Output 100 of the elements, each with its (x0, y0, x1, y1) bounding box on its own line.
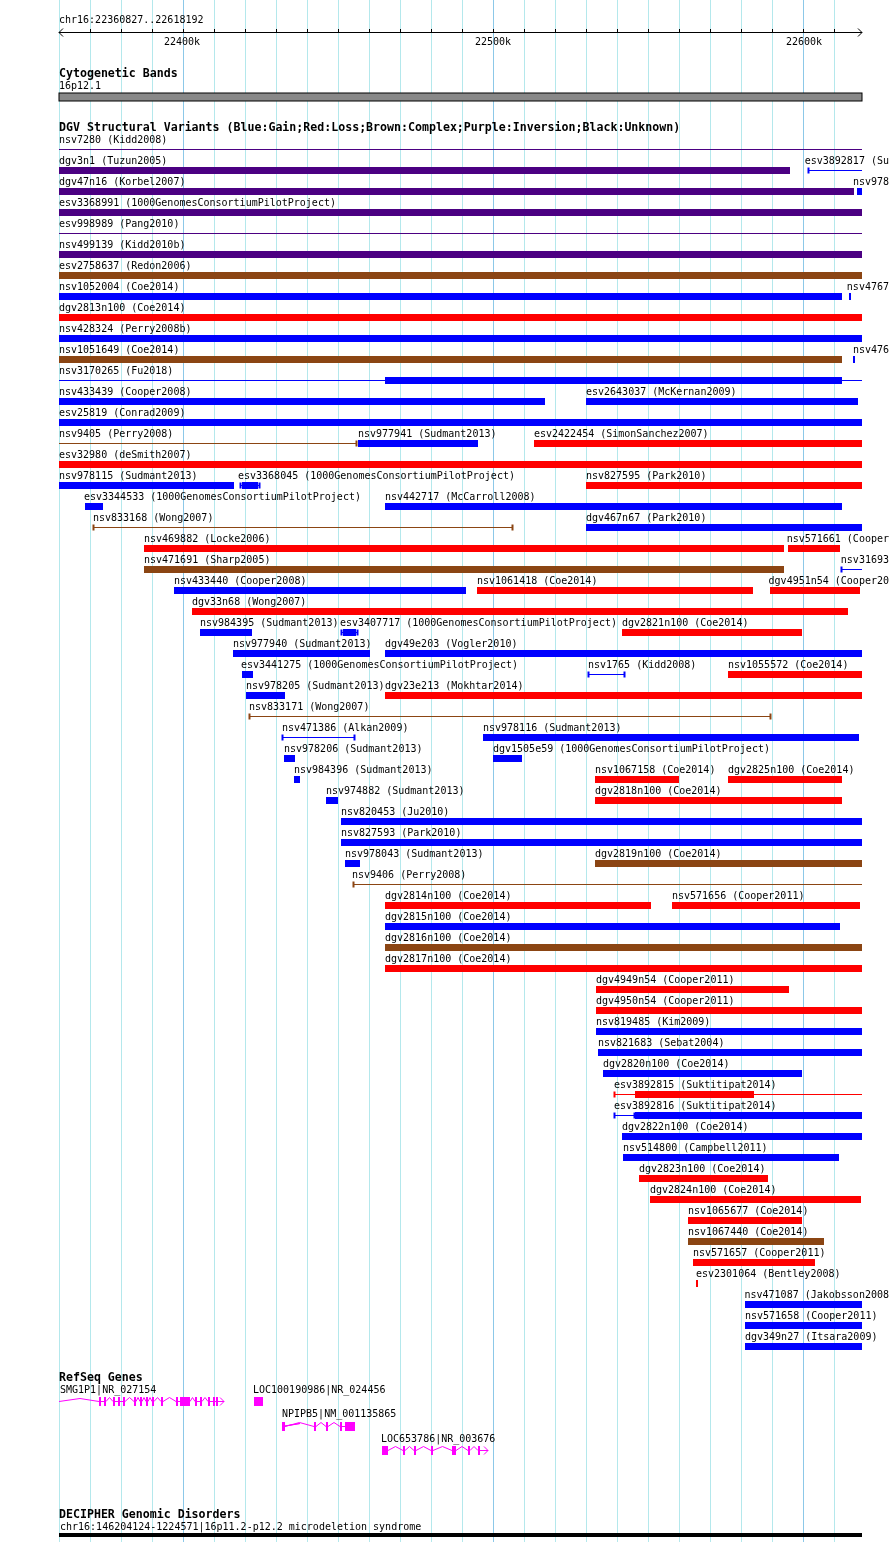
track-title: DGV Structural Variants (Blue:Gain;Red:Loss;Brown:Complex;Purple:Inversion;Black:Unknown) (59, 121, 681, 134)
feature-label: nsv821683 (Sebat2004) (598, 1037, 725, 1049)
feature-label: dgv2824n100 (Coe2014) (650, 1184, 777, 1196)
track-title: Cytogenetic Bands (59, 67, 178, 80)
feature-label: nsv974882 (Sudmant2013) (326, 785, 465, 797)
feature-label: esv998989 (Pang2010) (59, 218, 180, 230)
feature-label: dgv2825n100 (Coe2014) (728, 764, 855, 776)
feature-label: dgv23e213 (Mokhtar2014) (385, 680, 524, 692)
feature-label: dgv2819n100 (Coe2014) (595, 848, 722, 860)
feature-label: nsv514800 (Campbell2011) (623, 1142, 768, 1154)
feature-label: esv2301064 (Bentley2008) (696, 1268, 841, 1280)
feature-label: nsv9406 (Perry2008) (352, 869, 467, 881)
feature-label: dgv4951n54 (Cooper20 (768, 575, 889, 587)
feature-label: esv3892815 (Suktitipat2014) (614, 1079, 777, 1091)
track-title: RefSeq Genes (59, 1371, 143, 1384)
feature-label: nsv978116 (Sudmant2013) (483, 722, 622, 734)
feature-label: dgv2814n100 (Coe2014) (385, 890, 512, 902)
feature-label: nsv469882 (Locke2006) (144, 533, 271, 545)
feature-label: esv2643037 (McKernan2009) (586, 386, 737, 398)
feature-label: dgv2820n100 (Coe2014) (603, 1058, 730, 1070)
feature-label: dgv349n27 (Itsara2009) (745, 1331, 878, 1343)
feature-label: nsv433440 (Cooper2008) (174, 575, 307, 587)
feature-label: nsv827593 (Park2010) (341, 827, 462, 839)
feature-label: nsv428324 (Perry2008b) (59, 323, 192, 335)
feature-label: dgv467n67 (Park2010) (586, 512, 707, 524)
feature-label: dgv47n16 (Korbel2007) (59, 176, 186, 188)
feature-label: nsv7280 (Kidd2008) (59, 134, 168, 146)
feature-label: esv25819 (Conrad2009) (59, 407, 186, 419)
feature-label: dgv2818n100 (Coe2014) (595, 785, 722, 797)
feature-label: nsv4767 (846, 281, 889, 293)
feature-label: nsv1065677 (Coe2014) (688, 1205, 809, 1217)
feature-label: dgv2815n100 (Coe2014) (385, 911, 512, 923)
feature-label: nsv819485 (Kim2009) (596, 1016, 711, 1028)
feature-label: nsv1051649 (Coe2014) (59, 344, 180, 356)
axis-tick-label: 22500k (475, 36, 512, 48)
gene-label: SMG1P1|NR_027154 (60, 1384, 157, 1396)
feature-label: nsv978115 (Sudmant2013) (59, 470, 198, 482)
feature-label: nsv9405 (Perry2008) (59, 428, 174, 440)
feature-label: nsv977941 (Sudmant2013) (358, 428, 497, 440)
feature-label: nsv31693 (840, 554, 889, 566)
feature-label: esv2422454 (SimonSanchez2007) (534, 428, 709, 440)
feature-label: esv32980 (deSmith2007) (59, 449, 192, 461)
feature-label: nsv3170265 (Fu2018) (59, 365, 174, 377)
feature-label: nsv471386 (Alkan2009) (282, 722, 409, 734)
feature-label: nsv571661 (Cooper (786, 533, 889, 545)
feature-label: nsv442717 (McCarroll2008) (385, 491, 536, 503)
feature-label: nsv977940 (Sudmant2013) (233, 638, 372, 650)
feature-label: esv3892817 (Su (804, 155, 889, 167)
feature-label: nsv827595 (Park2010) (586, 470, 707, 482)
gene-label: LOC100190986|NR_024456 (253, 1384, 386, 1396)
feature-label: nsv978043 (Sudmant2013) (345, 848, 484, 860)
gene-label: NPIPB5|NM_001135865 (282, 1408, 397, 1420)
feature-label: esv3441275 (1000GenomesConsortiumPilotProject) (241, 659, 518, 671)
feature-label: nsv1052004 (Coe2014) (59, 281, 180, 293)
feature-label: nsv984396 (Sudmant2013) (294, 764, 433, 776)
feature-label: dgv2821n100 (Coe2014) (622, 617, 749, 629)
feature-label: dgv2822n100 (Coe2014) (622, 1121, 749, 1133)
feature-label: dgv4950n54 (Cooper2011) (596, 995, 735, 1007)
feature-label: esv2758637 (Redon2006) (59, 260, 192, 272)
feature-label: dgv2816n100 (Coe2014) (385, 932, 512, 944)
track-title: DECIPHER Genomic Disorders (59, 1508, 241, 1521)
feature-label: nsv1765 (Kidd2008) (588, 659, 697, 671)
position-label: chr16:22360827..22618192 (59, 14, 204, 26)
feature-label: esv3368991 (1000GenomesConsortiumPilotProject) (59, 197, 336, 209)
feature-label: dgv33n68 (Wong2007) (192, 596, 307, 608)
disorder-label: chr16:146204124-1224571|16p11.2-p12.2 microdeletion syndrome (60, 1521, 422, 1533)
feature-label: nsv1067158 (Coe2014) (595, 764, 716, 776)
feature-label: nsv476 (852, 344, 889, 356)
feature-label: esv3892816 (Suktitipat2014) (614, 1100, 777, 1112)
feature-label: nsv1055572 (Coe2014) (728, 659, 849, 671)
feature-label: nsv833168 (Wong2007) (93, 512, 214, 524)
gene-label: LOC653786|NR_003676 (381, 1433, 496, 1445)
feature-label: nsv978206 (Sudmant2013) (284, 743, 423, 755)
feature-label: esv3407717 (1000GenomesConsortiumPilotProject) (340, 617, 617, 629)
feature-label: nsv433439 (Cooper2008) (59, 386, 192, 398)
feature-label: esv3344533 (1000GenomesConsortiumPilotProject) (84, 491, 361, 503)
feature-label: nsv978205 (Sudmant2013) (246, 680, 385, 692)
feature-label: nsv571657 (Cooper2011) (693, 1247, 826, 1259)
band-label: 16p12.1 (59, 80, 102, 92)
feature-label: nsv571656 (Cooper2011) (672, 890, 805, 902)
feature-label: dgv1505e59 (1000GenomesConsortiumPilotProject) (493, 743, 770, 755)
feature-label: esv3368045 (1000GenomesConsortiumPilotProject) (238, 470, 515, 482)
feature-label: nsv499139 (Kidd2010b) (59, 239, 186, 251)
feature-label: nsv978 (852, 176, 889, 188)
feature-label: nsv471087 (Jakobsson2008 (744, 1289, 889, 1301)
feature-label: dgv49e203 (Vogler2010) (385, 638, 518, 650)
feature-label: nsv571658 (Cooper2011) (745, 1310, 878, 1322)
axis-tick-label: 22600k (786, 36, 823, 48)
axis-tick-label: 22400k (164, 36, 201, 48)
feature-label: nsv820453 (Ju2010) (341, 806, 450, 818)
feature-label: nsv1067440 (Coe2014) (688, 1226, 809, 1238)
feature-label: dgv3n1 (Tuzun2005) (59, 155, 168, 167)
feature-label: dgv2813n100 (Coe2014) (59, 302, 186, 314)
feature-label: dgv4949n54 (Cooper2011) (596, 974, 735, 986)
feature-label: dgv2823n100 (Coe2014) (639, 1163, 766, 1175)
feature-label: nsv471691 (Sharp2005) (144, 554, 271, 566)
feature-label: dgv2817n100 (Coe2014) (385, 953, 512, 965)
feature-label: nsv1061418 (Coe2014) (477, 575, 598, 587)
feature-label: nsv833171 (Wong2007) (249, 701, 370, 713)
feature-label: nsv984395 (Sudmant2013) (200, 617, 339, 629)
